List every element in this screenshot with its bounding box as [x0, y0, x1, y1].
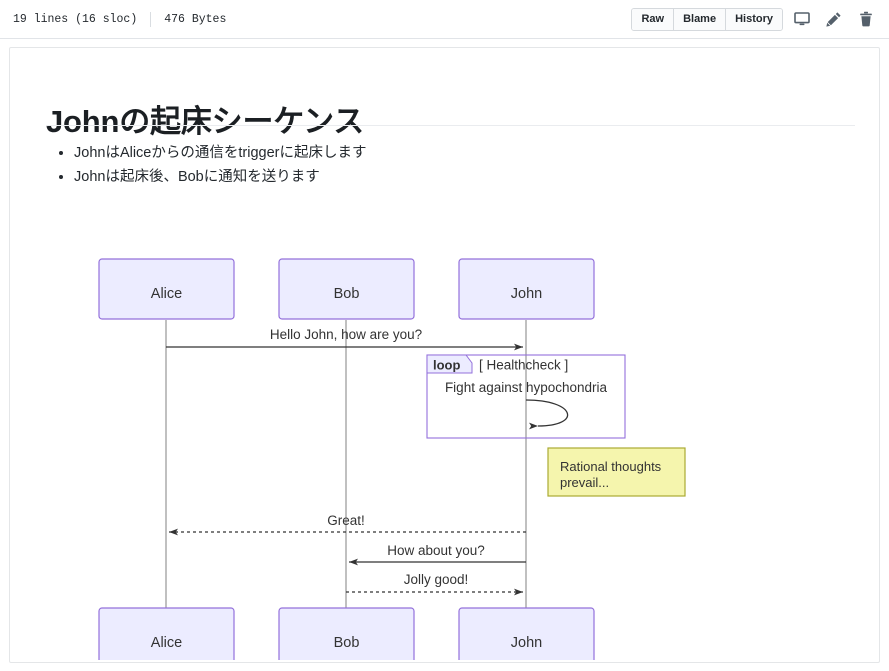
- trash-icon: [858, 11, 874, 27]
- blame-button[interactable]: Blame: [673, 8, 726, 30]
- pencil-icon: [826, 11, 842, 27]
- participant-rect: [98, 607, 235, 660]
- participant-box-john-bottom[interactable]: John: [458, 607, 595, 660]
- loop-fragment: loop [ Healthcheck ] Fight against hypoc…: [426, 354, 626, 439]
- message-great: Great!: [169, 513, 526, 536]
- header-actions: Raw Blame History: [631, 7, 879, 31]
- file-header-bar: 19 lines (16 sloc) 476 Bytes Raw Blame H…: [0, 0, 889, 39]
- message-how-about-you: How about you?: [349, 543, 526, 566]
- self-message-arrow: [525, 399, 569, 430]
- message-hello-john: Hello John, how are you?: [166, 327, 523, 351]
- file-action-button-group: Raw Blame History: [631, 7, 783, 31]
- message-label: Hello John, how are you?: [270, 327, 422, 342]
- loop-tag-label: loop: [433, 358, 460, 373]
- delete-icon-button[interactable]: [853, 8, 879, 31]
- loop-condition-label: [ Healthcheck ]: [479, 358, 568, 373]
- participant-box-bob-bottom[interactable]: Bob: [278, 607, 415, 660]
- raw-button[interactable]: Raw: [632, 8, 674, 30]
- participant-box-john-top[interactable]: John: [458, 258, 595, 320]
- participant-rect: [458, 258, 595, 320]
- note-text-line-1: Rational thoughts: [560, 459, 662, 474]
- file-meta: 19 lines (16 sloc) 476 Bytes: [13, 11, 227, 27]
- participant-rect: [278, 607, 415, 660]
- participant-label: Bob: [334, 286, 360, 302]
- list-item: JohnはAliceからの通信をtriggerに起床します: [74, 141, 746, 165]
- list-item: Johnは起床後、Bobに通知を送ります: [74, 165, 746, 189]
- desktop-icon: [794, 11, 810, 27]
- file-content-container: Johnの起床シーケンス JohnはAliceからの通信をtriggerに起床し…: [9, 47, 880, 663]
- description-bullet-list: JohnはAliceからの通信をtriggerに起床します Johnは起床後、B…: [46, 141, 746, 189]
- message-label: Jolly good!: [404, 572, 469, 587]
- message-label: Great!: [327, 513, 365, 528]
- participant-rect: [278, 258, 415, 320]
- note-text-line-2: prevail...: [560, 475, 609, 490]
- participant-box-alice-top[interactable]: Alice: [98, 258, 235, 320]
- participant-label: John: [511, 286, 542, 302]
- participant-box-bob-top[interactable]: Bob: [278, 258, 415, 320]
- note-rational-thoughts: Rational thoughts prevail...: [547, 447, 686, 497]
- loop-frame: [426, 354, 626, 439]
- file-size: 476 Bytes: [164, 12, 227, 26]
- note-rect: [547, 447, 686, 497]
- lines-info: 19 lines (16 sloc): [13, 12, 138, 26]
- sequence-diagram: Alice Bob John Hello John, how are you?: [10, 200, 879, 660]
- loop-tag-shape: [426, 354, 473, 374]
- message-label: How about you?: [387, 543, 485, 558]
- lifelines: [165, 320, 527, 612]
- participant-rect: [458, 607, 595, 660]
- edit-icon-button[interactable]: [821, 8, 847, 31]
- meta-divider: [150, 11, 152, 27]
- desktop-icon-button[interactable]: [789, 8, 815, 31]
- participant-label: John: [511, 635, 542, 651]
- history-button[interactable]: History: [725, 8, 782, 30]
- self-message-label: Fight against hypochondria: [445, 380, 608, 395]
- page-title: Johnの起床シーケンス: [46, 103, 365, 139]
- title-divider: [46, 125, 855, 126]
- participant-label: Alice: [151, 286, 182, 302]
- participant-label: Bob: [334, 635, 360, 651]
- participant-label: Alice: [151, 635, 182, 651]
- participant-box-alice-bottom[interactable]: Alice: [98, 607, 235, 660]
- message-jolly-good: Jolly good!: [346, 572, 523, 596]
- participant-rect: [98, 258, 235, 320]
